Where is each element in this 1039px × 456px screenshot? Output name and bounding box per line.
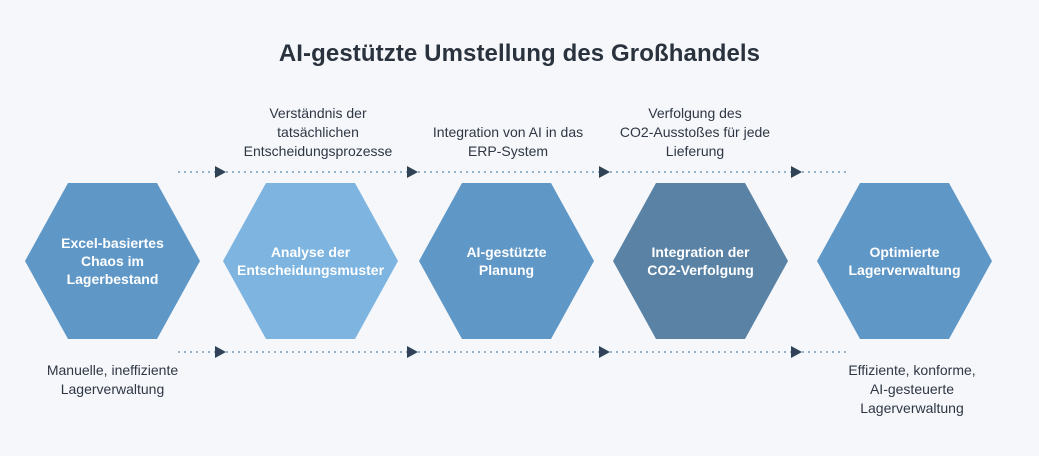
stage-hexagon-5 (817, 183, 992, 339)
top-note-erp-integration: Integration von AI in das ERP-System (432, 124, 584, 159)
top-arrow-4 (791, 166, 802, 178)
stage-label-excel-chaos: Excel-basiertes Chaos im Lagerbestand (61, 235, 164, 287)
top-arrow-3 (599, 166, 610, 178)
bottom-arrow-3 (599, 346, 610, 358)
stage-hexagon-1 (25, 183, 200, 339)
diagram-title: AI-gestützte Umstellung des Großhandels (278, 40, 761, 67)
stage-label-decision-analysis: Analyse der Entscheidungsmuster (236, 244, 385, 278)
top-arrow-2 (407, 166, 418, 178)
bottom-arrow-2 (407, 346, 418, 358)
bottom-arrow-1 (215, 346, 226, 358)
top-note-decision-processes: Verständnis der tatsächlichen Entscheidu… (243, 105, 393, 159)
stage-label-co2-tracking: Integration der CO2-Verfolgung (647, 244, 754, 278)
stage-hexagon-3 (419, 183, 594, 339)
stage-hexagon-4 (613, 183, 788, 339)
bottom-note-end-state: Effiziente, konforme, AI-gesteuerte Lage… (848, 362, 976, 416)
top-arrow-1 (215, 166, 226, 178)
bottom-arrow-4 (791, 346, 802, 358)
stage-hexagon-2 (223, 183, 398, 339)
stage-label-optimized-warehouse: Optimierte Lagerverwaltung (848, 244, 961, 278)
stage-label-ai-planning: AI-gestützte Planung (466, 244, 547, 278)
top-note-co2-tracking: Verfolgung des CO2-Ausstoßes für jede Li… (619, 105, 771, 159)
top-connectors (178, 166, 850, 178)
bottom-note-start-state: Manuelle, ineffiziente Lagerverwaltung (46, 362, 179, 397)
bottom-connectors (178, 346, 850, 358)
